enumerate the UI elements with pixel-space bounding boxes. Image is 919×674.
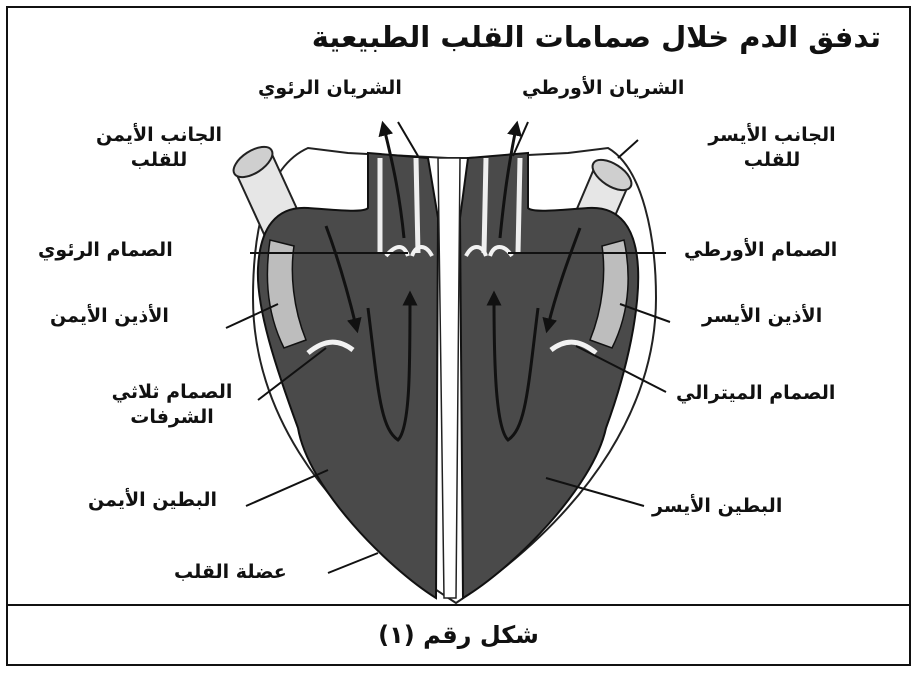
label-heart-muscle: عضلة القلب	[174, 560, 287, 584]
label-aorta: الشريان الأورطي	[522, 76, 684, 100]
figure-frame: تدفق الدم خلال صمامات القلب الطبيعية	[6, 6, 911, 666]
label-aortic-valve: الصمام الأورطي	[684, 238, 837, 262]
label-right-atrium: الأذين الأيمن	[50, 304, 169, 328]
label-left-side-line2: للقلب	[682, 148, 862, 172]
label-left-ventricle: البطين الأيسر	[652, 494, 782, 518]
label-mitral-valve: الصمام الميترالي	[676, 381, 835, 405]
label-right-side-line1: الجانب الأيمن	[74, 123, 244, 147]
label-left-side-line1: الجانب الأيسر	[682, 123, 862, 147]
caption-divider	[8, 604, 909, 606]
label-pulmonary-valve: الصمام الرئوي	[38, 238, 173, 262]
label-left-atrium: الأذين الأيسر	[702, 304, 822, 328]
label-pulmonary-artery: الشريان الرئوي	[258, 76, 402, 100]
label-tricuspid-line2: الشرفات	[92, 405, 252, 429]
label-right-ventricle: البطين الأيمن	[88, 488, 217, 512]
label-tricuspid-line1: الصمام ثلاثي	[92, 380, 252, 404]
label-right-side-line2: للقلب	[74, 148, 244, 172]
figure-caption: شكل رقم (١)	[8, 621, 909, 649]
